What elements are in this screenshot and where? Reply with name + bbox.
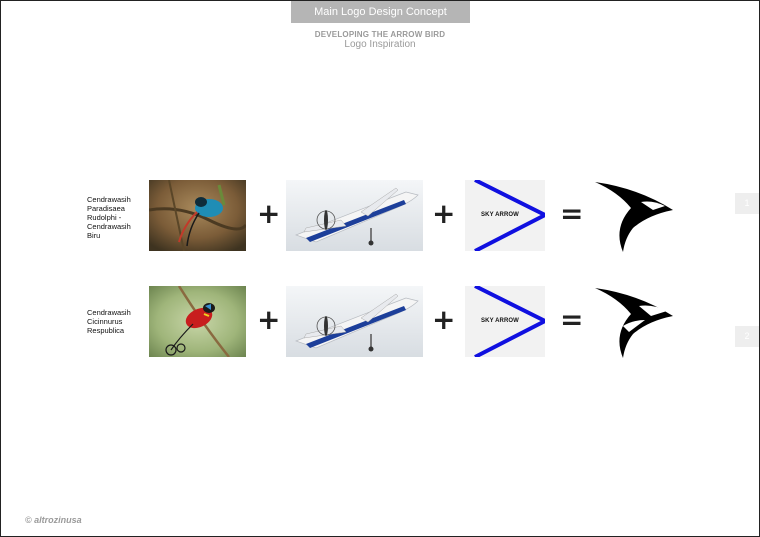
label-line: Cendrawasih — [87, 195, 131, 204]
label-line: Cicinnurus — [87, 317, 123, 326]
sky-arrow-text: SKY ARROW — [481, 318, 519, 324]
equals-sign: = — [560, 197, 584, 230]
row-number-2[interactable]: 2 — [735, 326, 759, 347]
airplane-photo — [286, 180, 423, 251]
bird-name-label: Cendrawasih Cicinnurus Respublica — [87, 308, 131, 335]
row-number-1[interactable]: 1 — [735, 193, 759, 214]
plus-sign: + — [257, 197, 281, 230]
label-line: Cendrawasih — [87, 222, 131, 231]
plus-sign: + — [432, 197, 456, 230]
plus-sign: + — [432, 303, 456, 336]
airplane-photo — [286, 286, 423, 357]
equals-sign: = — [560, 303, 584, 336]
copyright-footer: © altrozinusa — [25, 515, 82, 525]
label-line: Respublica — [87, 326, 125, 335]
arrow-bird-logo — [593, 286, 675, 358]
sky-arrow-logo: SKY ARROW — [465, 286, 545, 357]
label-line: Rudolphi - — [87, 213, 122, 222]
blue-bird-photo — [149, 180, 246, 251]
concept-row-2: Cendrawasih Cicinnurus Respublica — [1, 286, 759, 360]
sky-arrow-text: SKY ARROW — [481, 212, 519, 218]
main-logo-tab[interactable]: Main Logo Design Concept — [291, 1, 470, 23]
label-line: Biru — [87, 231, 101, 240]
bird-name-label: Cendrawasih Paradisaea Rudolphi - Cendra… — [87, 195, 131, 240]
arrow-bird-logo — [593, 180, 675, 252]
page-subtitle: Logo Inspiration — [344, 39, 416, 50]
red-bird-photo — [149, 286, 246, 357]
label-line: Cendrawasih — [87, 308, 131, 317]
page-title: DEVELOPING THE ARROW BIRD — [314, 30, 446, 39]
label-line: Paradisaea — [87, 204, 125, 213]
concept-row-1: Cendrawasih Paradisaea Rudolphi - Cendra… — [1, 180, 759, 254]
plus-sign: + — [257, 303, 281, 336]
sky-arrow-logo: SKY ARROW — [465, 180, 545, 251]
